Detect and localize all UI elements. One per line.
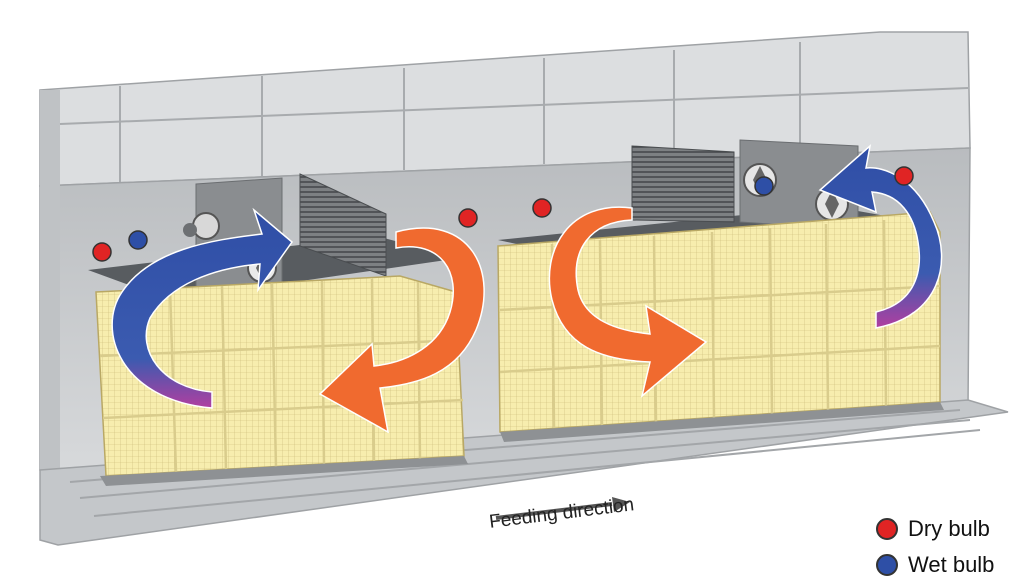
legend-item-dry-bulb: Dry bulb <box>876 516 990 542</box>
left-tobacco-stack <box>95 275 468 486</box>
fan-icon <box>183 212 220 240</box>
legend-label: Dry bulb <box>908 516 990 541</box>
ceiling-beams <box>59 42 969 182</box>
dry-bulb-sensor-icon <box>458 208 478 228</box>
dry-bulb-sensor-icon <box>532 198 552 218</box>
dry-bulb-legend-icon <box>876 518 898 540</box>
heat-exchanger-grille-icon <box>631 145 735 223</box>
wet-bulb-sensor-icon <box>754 176 774 196</box>
dry-bulb-sensor-icon <box>894 166 914 186</box>
wet-bulb-legend-icon <box>876 554 898 576</box>
left-wall <box>40 90 60 535</box>
feeding-direction-arrow <box>495 497 630 520</box>
airflow-arrow-icon <box>818 144 943 329</box>
dry-bulb-sensor-icon <box>92 242 112 262</box>
airflow-arrow-icon <box>111 207 294 409</box>
wet-bulb-sensor-icon <box>128 230 148 250</box>
airflow-arrow-icon <box>318 227 485 434</box>
airflow-arrow-icon <box>548 206 708 399</box>
right-tobacco-stack <box>497 211 944 442</box>
legend-label: Wet bulb <box>908 552 995 577</box>
legend-item-wet-bulb: Wet bulb <box>876 552 994 578</box>
